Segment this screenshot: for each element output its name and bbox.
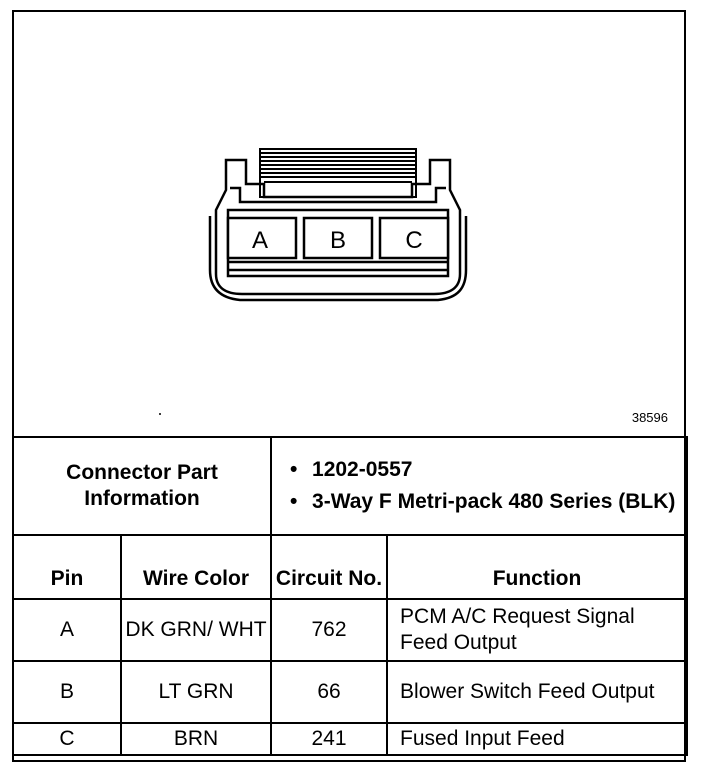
cell-pin: B [12, 660, 122, 724]
connector-diagram: A B C 38596 [14, 12, 684, 436]
cell-pin: A [12, 598, 122, 662]
table-row: B LT GRN 66 Blower Switch Feed Output [12, 660, 689, 724]
table-header: Pin Wire Color Circuit No. Function [12, 534, 689, 600]
cell-wire-color: DK GRN/ WHT [119, 598, 273, 662]
cell-circuit: 241 [270, 722, 389, 756]
table-row: A DK GRN/ WHT 762 PCM A/C Request Signal… [12, 598, 689, 662]
cell-function: PCM A/C Request Signal Feed Output [386, 598, 689, 662]
pin-labels: A B C [252, 227, 423, 254]
cell-circuit: 762 [270, 598, 389, 662]
pin-cavities [226, 216, 450, 260]
cell-pin: C [12, 722, 122, 756]
connector-latch [259, 148, 417, 198]
connector-table: Connector Part Information 1202-0557 3-W… [11, 436, 689, 756]
info-item: 1202-0557 [290, 457, 686, 483]
pin-label-b: B [330, 227, 346, 254]
pin-cavity-a [226, 216, 298, 260]
cell-circuit: 66 [270, 660, 389, 724]
pin-cavity-b [302, 216, 374, 260]
cell-function: Blower Switch Feed Output [386, 660, 689, 724]
pin-cavity-c [378, 216, 450, 260]
table-row: C BRN 241 Fused Input Feed [12, 722, 689, 756]
info-value: 1202-0557 3-Way F Metri-pack 480 Series … [270, 436, 689, 536]
cell-wire-color: LT GRN [119, 660, 273, 724]
header-function: Function [386, 534, 689, 600]
pin-label-a: A [252, 227, 268, 254]
header-wire-color: Wire Color [119, 534, 273, 600]
header-pin: Pin [12, 534, 122, 600]
speck [159, 413, 161, 415]
info-row: Connector Part Information 1202-0557 3-W… [11, 436, 689, 536]
cell-wire-color: BRN [119, 722, 273, 756]
figure-number: 38596 [631, 410, 668, 425]
info-item: 3-Way F Metri-pack 480 Series (BLK) [290, 489, 686, 515]
info-label: Connector Part Information [11, 436, 273, 536]
pin-label-c: C [405, 227, 422, 254]
connector-drawing: A B C [159, 148, 468, 415]
cell-function: Fused Input Feed [386, 722, 689, 756]
connector-sheet: A B C 38596 Connector Part Information 1… [11, 10, 689, 762]
header-circuit: Circuit No. [270, 534, 389, 600]
